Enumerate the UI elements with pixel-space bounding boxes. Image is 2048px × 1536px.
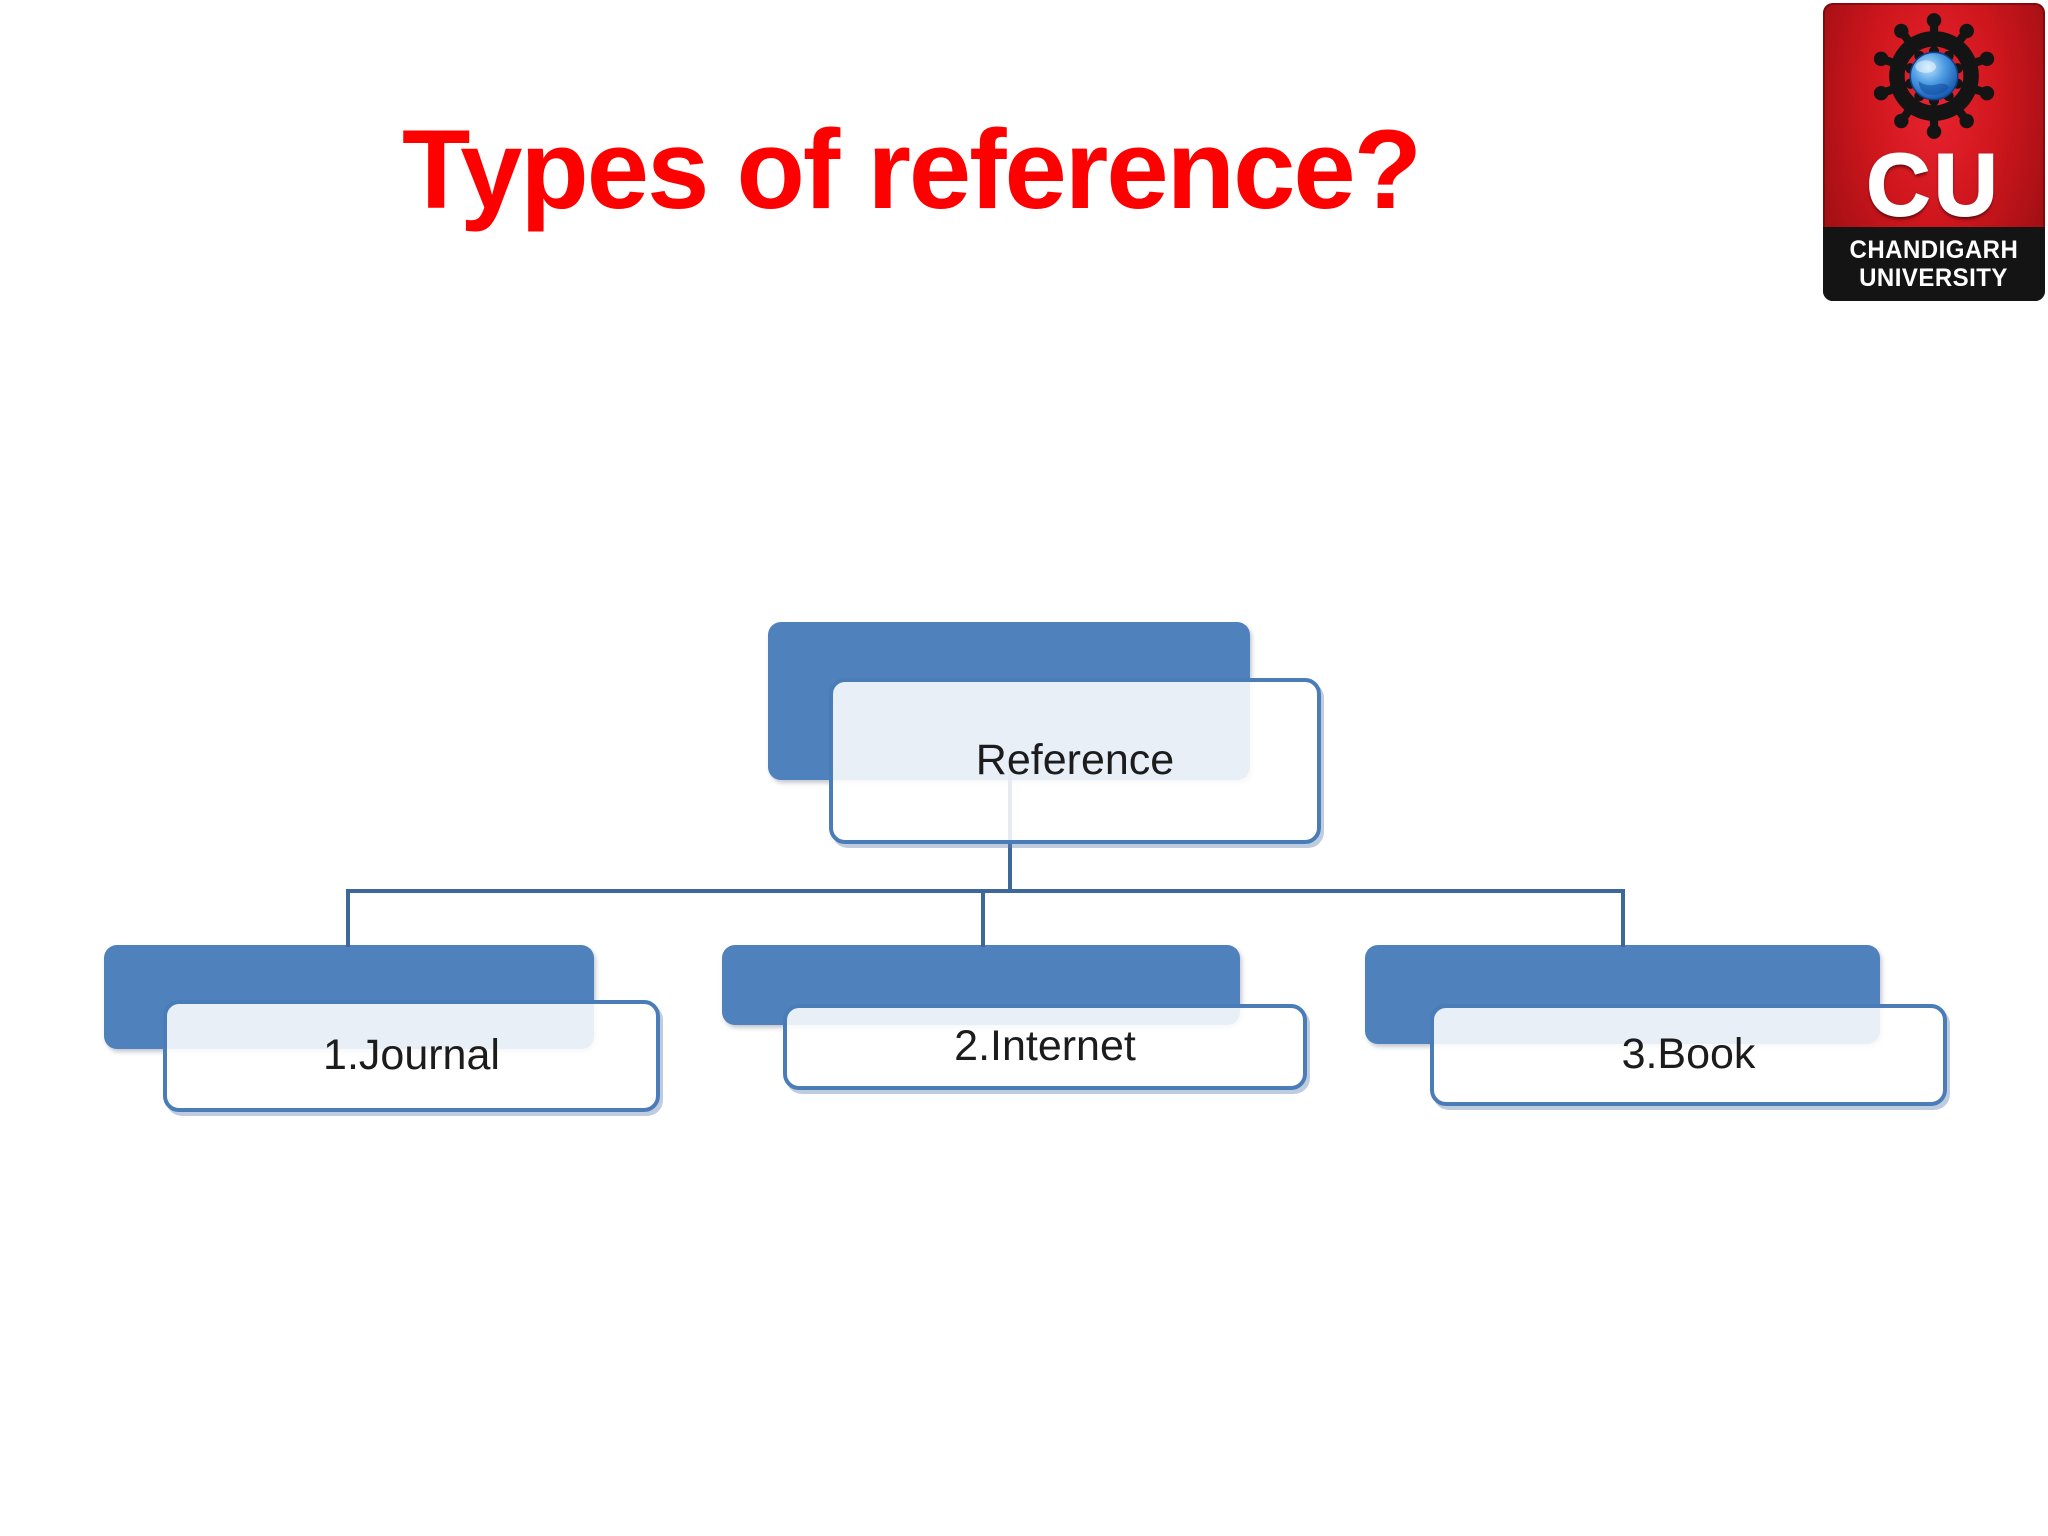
node-reference: Reference (829, 678, 1321, 844)
node-book: 3.Book (1430, 1004, 1947, 1106)
cu-logo: CU CHANDIGARH UNIVERSITY (1823, 3, 2045, 301)
university-name-line1: CHANDIGARH (1849, 235, 2019, 264)
node-journal: 1.Journal (163, 1000, 660, 1112)
slide-title: Types of reference? (402, 107, 1422, 232)
node-internet-label: 2.Internet (954, 1022, 1136, 1071)
connector-drop-internet (981, 891, 985, 947)
node-internet: 2.Internet (783, 1004, 1307, 1090)
connector-drop-journal (346, 891, 350, 947)
people-ring-globe-icon (1873, 13, 1995, 139)
node-book-label: 3.Book (1621, 1030, 1756, 1079)
node-journal-label: 1.Journal (323, 1031, 500, 1080)
connector-rail (346, 889, 1625, 893)
cu-abbr: CU (1865, 135, 2002, 234)
cu-band: CHANDIGARH UNIVERSITY (1823, 227, 2045, 301)
university-name-line2: UNIVERSITY (1859, 263, 2009, 292)
connector-drop-book (1621, 891, 1625, 947)
node-reference-label: Reference (975, 736, 1175, 785)
